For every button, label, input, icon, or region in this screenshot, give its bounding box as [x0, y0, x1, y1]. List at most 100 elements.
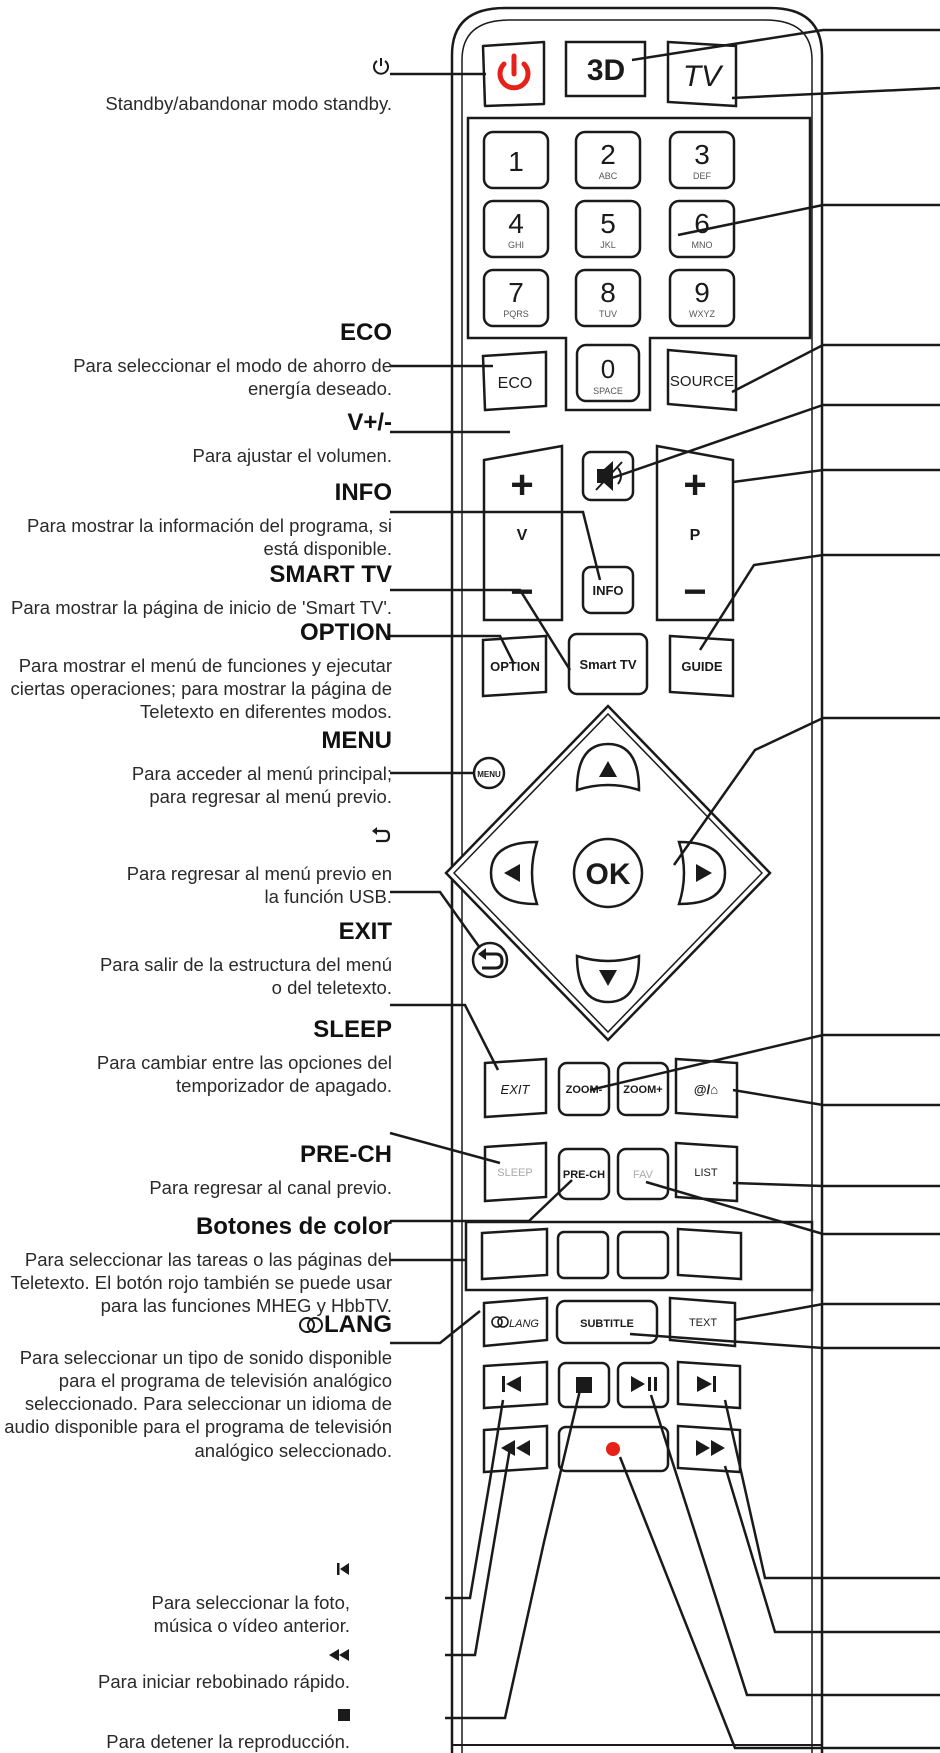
guide-button[interactable]: GUIDE — [668, 634, 735, 698]
subtitle-button[interactable]: SUBTITLE — [555, 1299, 659, 1345]
zoom-minus-button[interactable]: ZOOM- — [557, 1061, 611, 1117]
info-button-label: INFO — [592, 583, 623, 598]
back-arrow-icon — [122, 825, 392, 854]
record-button[interactable] — [557, 1425, 670, 1473]
digit-5-letters: JKL — [600, 240, 616, 250]
digit-0-number: 0 — [601, 354, 615, 384]
smart-tv-button[interactable]: Smart TV — [567, 632, 649, 696]
callout-lines-left — [389, 72, 602, 1720]
text-button[interactable]: TEXT — [668, 1296, 737, 1348]
list-button[interactable]: LIST — [674, 1141, 739, 1203]
tv-button[interactable]: TV — [666, 40, 738, 108]
arrow-up-button[interactable] — [575, 742, 641, 792]
lang-desc: Para seleccionar un tipo de sonido dispo… — [4, 1347, 392, 1461]
option-label: OPTION Para mostrar el menú de funciones… — [7, 618, 392, 724]
lang-button-label: LANG — [509, 1318, 539, 1330]
digit-0-button[interactable]: 0 SPACE — [575, 343, 641, 403]
number-pad-frame — [466, 116, 812, 412]
sleep-label: SLEEP Para cambiar entre las opciones de… — [72, 1015, 392, 1098]
program-rocker[interactable]: + P − — [655, 444, 735, 622]
volume-title: V+/- — [347, 409, 392, 436]
volume-label: V+/- Para ajustar el volumen. — [193, 408, 393, 467]
record-dot-icon — [606, 1442, 620, 1456]
exit-title: EXIT — [338, 918, 392, 945]
stop-label: Para detener la reproducción. — [106, 1700, 350, 1753]
home-button[interactable]: @/⌂ — [674, 1057, 739, 1119]
exit-button[interactable]: EXIT — [483, 1057, 548, 1119]
arrow-left-icon — [504, 864, 520, 882]
digit-4-number: 4 — [508, 208, 524, 239]
menu-button[interactable]: MENU — [472, 756, 506, 790]
blue-color-button[interactable] — [676, 1227, 743, 1281]
pre-ch-button[interactable]: PRE-CH — [557, 1147, 611, 1201]
arrow-right-icon — [696, 864, 712, 882]
option-desc: Para mostrar el menú de funciones y ejec… — [10, 655, 392, 723]
fast-forward-button[interactable] — [676, 1424, 742, 1474]
arrow-right-button[interactable] — [677, 840, 727, 906]
pre-ch-desc: Para regresar al canal previo. — [149, 1177, 392, 1198]
smart-tv-desc: Para mostrar la página de inicio de 'Sma… — [10, 597, 392, 618]
3d-button[interactable]: 3D — [564, 40, 647, 98]
digit-0-letters: SPACE — [593, 386, 623, 396]
remote-body-inner — [461, 19, 813, 1753]
digit-8-letters: TUV — [599, 309, 617, 319]
volume-rocker[interactable]: + V − — [482, 444, 564, 622]
zoom-plus-button[interactable]: ZOOM+ — [616, 1061, 670, 1117]
stop-button[interactable] — [557, 1361, 611, 1409]
yellow-color-button[interactable] — [616, 1230, 670, 1280]
eco-label: ECO Para seleccionar el modo de ahorro d… — [32, 318, 392, 401]
next-button[interactable] — [676, 1360, 742, 1410]
red-color-button[interactable] — [480, 1227, 549, 1281]
menu-button-label: MENU — [477, 770, 501, 779]
power-button[interactable] — [481, 40, 546, 108]
back-button[interactable] — [471, 941, 509, 979]
sleep-button[interactable]: SLEEP — [483, 1141, 548, 1203]
digit-6-number: 6 — [694, 208, 710, 239]
arrow-down-button[interactable] — [575, 954, 641, 1004]
pre-ch-label: PRE-CH — [563, 1169, 605, 1181]
fav-button[interactable]: FAV — [616, 1147, 670, 1201]
lang-title-row: LANG — [0, 1310, 392, 1340]
source-button[interactable]: SOURCE — [666, 348, 738, 412]
color-buttons-title: Botones de color — [195, 1213, 392, 1240]
text-button-label: TEXT — [689, 1317, 717, 1329]
green-color-button[interactable] — [556, 1230, 610, 1280]
lang-button[interactable]: LANG — [482, 1296, 549, 1348]
digit-3-number: 3 — [694, 139, 710, 170]
fast-forward-icon — [696, 1440, 725, 1456]
zoom-plus-label: ZOOM+ — [623, 1084, 662, 1096]
eco-button[interactable]: ECO — [481, 350, 548, 412]
arrow-left-button[interactable] — [489, 840, 539, 906]
arrow-up-icon — [599, 761, 617, 777]
lang-title: LANG — [324, 1311, 392, 1338]
play-pause-button[interactable] — [616, 1361, 670, 1409]
program-letter: P — [690, 527, 701, 544]
digit-1-button[interactable]: 1 — [482, 130, 550, 190]
callout-lines-right — [589, 28, 940, 1750]
tv-button-label: TV — [683, 60, 724, 93]
digit-6-letters: MNO — [692, 240, 713, 250]
ok-button[interactable]: OK — [572, 837, 644, 909]
option-button[interactable]: OPTION — [481, 634, 548, 698]
previous-button[interactable] — [482, 1360, 549, 1410]
ok-button-label: OK — [586, 858, 631, 891]
stereo-lang-icon — [491, 1316, 503, 1328]
previous-label: Para seleccionar la foto, música o vídeo… — [90, 1555, 350, 1638]
fast-rewind-icon — [98, 1640, 350, 1668]
rewind-desc: Para iniciar rebobinado rápido. — [98, 1670, 350, 1692]
info-button[interactable]: INFO — [581, 565, 635, 615]
guide-button-label: GUIDE — [681, 659, 723, 674]
mute-button[interactable] — [581, 450, 635, 502]
menu-title: MENU — [321, 727, 392, 754]
smart-tv-button-label: Smart TV — [579, 657, 636, 672]
digit-9-letters: WXYZ — [689, 309, 716, 319]
digit-1-number: 1 — [508, 146, 524, 177]
